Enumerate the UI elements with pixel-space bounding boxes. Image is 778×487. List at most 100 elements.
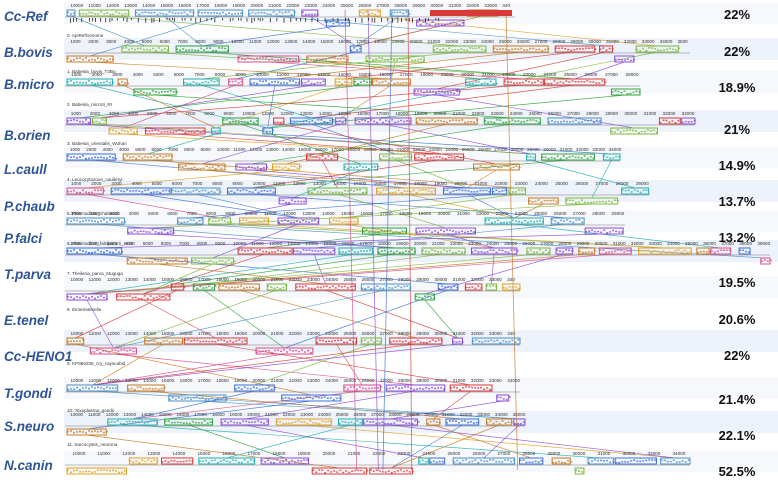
block-profile xyxy=(94,156,96,159)
block-profile xyxy=(330,157,333,160)
block-profile xyxy=(179,460,182,463)
block-profile xyxy=(565,80,568,82)
block-profile xyxy=(193,131,196,133)
block-profile xyxy=(174,398,177,401)
synteny-line xyxy=(197,400,520,420)
block-profile xyxy=(157,130,160,132)
synteny-line xyxy=(251,169,467,189)
block-profile xyxy=(315,58,318,60)
scale-tick-label: 34000 xyxy=(667,241,680,246)
block-profile xyxy=(206,422,209,424)
block-profile xyxy=(142,388,145,390)
block-profile xyxy=(528,200,531,202)
block-profile xyxy=(477,251,480,253)
block-profile xyxy=(327,469,330,472)
block-profile xyxy=(73,82,75,84)
block-profile xyxy=(477,387,480,389)
scale-tick-label: 18000 xyxy=(216,331,229,336)
block-profile xyxy=(79,57,81,59)
block-profile xyxy=(348,471,351,474)
block-profile xyxy=(581,471,584,473)
block-profile xyxy=(191,259,194,262)
block-profile xyxy=(323,121,326,123)
block-profile xyxy=(425,23,428,25)
block-profile xyxy=(424,250,427,253)
scale-tick-label: 27000 xyxy=(573,211,586,216)
block-profile xyxy=(166,90,169,93)
block-profile xyxy=(304,81,307,84)
block-profile xyxy=(433,297,436,300)
scale-tick-label: 8000 xyxy=(206,211,217,216)
block-profile xyxy=(467,121,470,123)
block-profile xyxy=(493,47,496,50)
block-profile xyxy=(115,387,117,389)
synteny-line xyxy=(75,343,312,396)
block-profile xyxy=(73,59,75,61)
block-profile xyxy=(85,470,87,473)
block-profile xyxy=(228,461,231,463)
block-profile xyxy=(153,11,156,14)
scale-tick-label: 6000 xyxy=(167,211,178,216)
gene-tick xyxy=(300,18,302,22)
scale-tick-label: 24000 xyxy=(515,211,528,216)
block-profile xyxy=(198,190,201,193)
block-profile xyxy=(160,91,163,93)
scale-tick-label: 37000 xyxy=(721,241,734,246)
block-profile xyxy=(154,49,157,52)
block-profile xyxy=(598,82,601,84)
block-profile xyxy=(581,251,584,254)
block-profile xyxy=(379,157,382,160)
scale-tick-label: 18000 xyxy=(420,72,433,77)
block-profile xyxy=(106,430,108,433)
scale-tick-label: 1000 xyxy=(70,147,81,152)
block-profile xyxy=(309,59,312,61)
block-profile xyxy=(130,261,133,264)
gene-tick xyxy=(238,18,239,21)
block-profile xyxy=(617,249,620,251)
block-profile xyxy=(324,471,327,474)
block-profile xyxy=(137,297,140,300)
block-profile xyxy=(338,120,341,122)
scale-tick-label: 16000 xyxy=(342,241,355,246)
block-profile xyxy=(479,189,482,192)
gene-tick xyxy=(131,18,133,21)
block-profile xyxy=(574,201,577,204)
scale-tick-label: 17000 xyxy=(194,412,207,417)
block-profile xyxy=(203,420,206,422)
lcb-block xyxy=(519,457,544,465)
block-profile xyxy=(277,249,280,252)
scale-tick-label: 10000 xyxy=(70,412,83,417)
block-profile xyxy=(70,156,72,158)
block-profile xyxy=(216,397,219,400)
block-profile xyxy=(372,58,375,61)
block-profile xyxy=(184,165,187,167)
block-profile xyxy=(414,90,417,92)
block-profile xyxy=(117,350,120,352)
block-profile xyxy=(130,387,133,390)
block-profile xyxy=(243,459,246,461)
block-profile xyxy=(407,386,410,388)
block-profile xyxy=(559,121,562,123)
block-profile xyxy=(378,81,381,84)
block-profile xyxy=(235,340,238,342)
block-profile xyxy=(416,21,419,23)
block-profile xyxy=(617,58,620,61)
block-profile xyxy=(143,295,146,297)
block-profile xyxy=(427,460,430,463)
synteny-line xyxy=(335,343,363,386)
block-profile xyxy=(103,469,105,471)
gene-tick xyxy=(368,18,370,21)
block-profile xyxy=(541,156,544,158)
block-profile xyxy=(157,260,160,262)
block-profile xyxy=(554,220,557,222)
scale-tick-label: 11000 xyxy=(88,412,101,417)
block-profile xyxy=(289,250,292,252)
block-profile xyxy=(356,49,359,51)
block-profile xyxy=(398,231,401,234)
lcb-block xyxy=(365,55,425,63)
block-profile xyxy=(172,231,175,234)
block-profile xyxy=(349,189,352,191)
block-profile xyxy=(431,119,434,121)
block-profile xyxy=(251,11,254,14)
